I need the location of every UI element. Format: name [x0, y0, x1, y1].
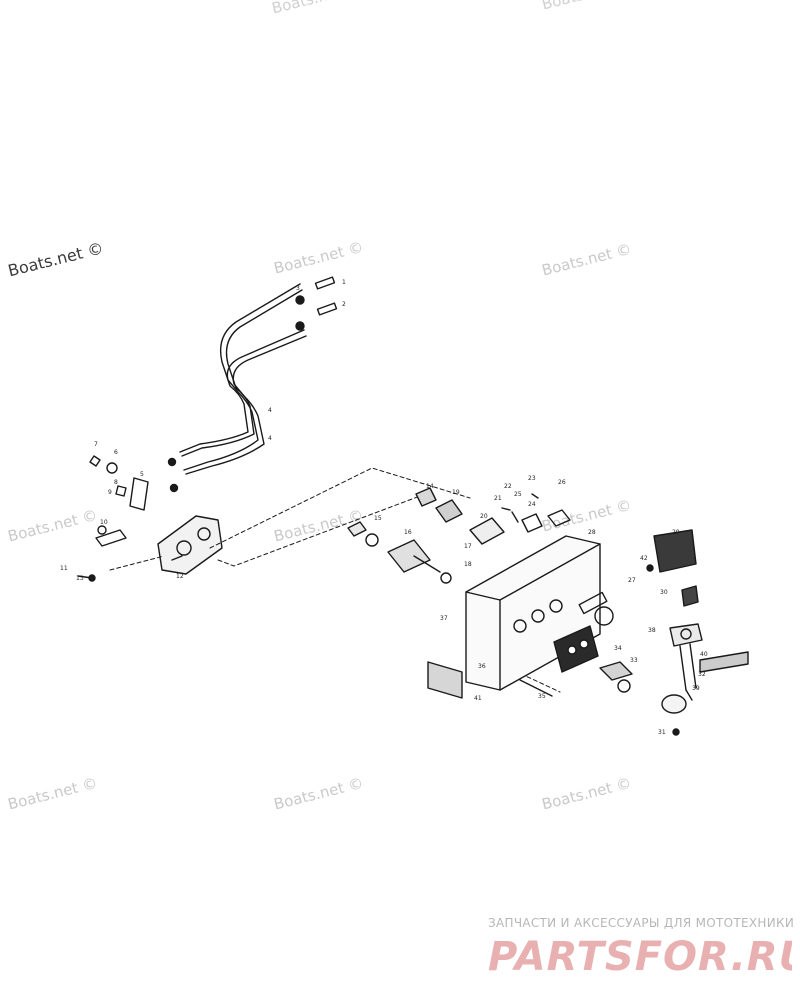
callout-14: 14 [426, 483, 434, 490]
washer-6 [106, 462, 118, 474]
callout-19: 19 [452, 489, 460, 496]
callout-5: 5 [140, 471, 144, 478]
callout-22: 22 [504, 483, 512, 490]
callout-42: 42 [640, 555, 648, 562]
callout-29: 29 [672, 529, 680, 536]
partsfor-logo[interactable]: PARTSFOR.RU [486, 930, 792, 978]
cable-ball-joint-1 [295, 295, 305, 305]
bracket-26 [547, 509, 571, 527]
callout-10: 10 [100, 519, 108, 526]
callout-9: 9 [108, 489, 112, 496]
control-cable-2 [183, 329, 307, 475]
callout-3: 3 [296, 285, 300, 292]
bracket-5 [129, 477, 149, 511]
callout-36: 36 [478, 663, 486, 670]
cable-end-fitting-2 [316, 302, 338, 316]
screw-35 [519, 679, 553, 697]
callout-13: 13 [76, 575, 84, 582]
callout-16: 16 [404, 529, 412, 536]
cap-29 [653, 529, 697, 573]
spacer-15 [365, 533, 379, 547]
callout-41: 41 [474, 695, 482, 702]
callout-20: 20 [480, 513, 488, 520]
shift-cam-14 [347, 521, 367, 537]
pin-20 [469, 517, 505, 545]
lever-10 [95, 529, 127, 547]
gear-19 [435, 499, 463, 523]
callout-25: 25 [514, 491, 522, 498]
callout-39: 39 [692, 685, 700, 692]
screw-22 [511, 511, 519, 523]
screw-23 [531, 493, 539, 499]
callout-17: 17 [464, 543, 472, 550]
callout-2: 2 [342, 301, 346, 308]
callout-34: 34 [614, 645, 622, 652]
face-plate [553, 625, 599, 673]
cable-clip-1 [167, 457, 177, 467]
callout-38: 38 [648, 627, 656, 634]
control-handle [661, 623, 749, 714]
callout-32: 32 [698, 671, 706, 678]
callout-30: 30 [660, 589, 668, 596]
assembly-line-1 [209, 467, 471, 549]
nut-13 [88, 574, 96, 582]
screw-7 [89, 455, 101, 467]
callout-35: 35 [538, 693, 546, 700]
screw-42 [646, 564, 654, 572]
callout-4: 4 [268, 407, 272, 414]
detent-14 [415, 487, 437, 507]
lower-cover-plate [157, 515, 223, 575]
washer-9 [97, 525, 107, 535]
knob-30 [681, 585, 699, 607]
nut-8 [115, 485, 127, 497]
callout-40: 40 [700, 651, 708, 658]
callout-labels: 1 2 3 4 4 5 6 7 8 9 10 11 12 13 14 15 16… [60, 279, 708, 736]
callout-11: 11 [60, 565, 68, 572]
assembly-line-3 [109, 555, 165, 571]
callout-6: 6 [114, 449, 118, 456]
spring-21 [501, 507, 511, 511]
cover-41 [427, 661, 463, 699]
washer-34 [617, 679, 631, 693]
switch-24 [521, 513, 543, 533]
cable-clip-2 [169, 483, 179, 493]
footer-caption: ЗАПЧАСТИ И АКСЕССУАРЫ ДЛЯ МОТОТЕХНИКИ [488, 916, 795, 930]
bracket-32 [599, 661, 633, 681]
callout-8: 8 [114, 479, 118, 486]
logo-text: PARTSFOR.RU [488, 934, 792, 978]
callout-21: 21 [494, 495, 502, 502]
control-housing [465, 535, 614, 691]
main-shaft-16 [387, 539, 441, 573]
callout-7: 7 [94, 441, 98, 448]
washer-14b [440, 572, 452, 584]
callout-27: 27 [628, 577, 636, 584]
callout-4b: 4 [268, 435, 272, 442]
bolt-31 [672, 728, 680, 736]
callout-15: 15 [374, 515, 382, 522]
callout-26: 26 [558, 479, 566, 486]
cable-ball-joint-2 [295, 321, 305, 331]
callout-37: 37 [440, 615, 448, 622]
callout-12: 12 [176, 573, 184, 580]
callout-24: 24 [528, 501, 536, 508]
callout-28: 28 [588, 529, 596, 536]
callout-23: 23 [528, 475, 536, 482]
callout-31: 31 [658, 729, 666, 736]
callout-18: 18 [464, 561, 472, 568]
control-cable-1 [179, 283, 303, 457]
assembly-line-2 [217, 495, 421, 567]
callout-1: 1 [342, 279, 346, 286]
cable-end-fitting-1 [314, 276, 336, 290]
callout-33: 33 [630, 657, 638, 664]
